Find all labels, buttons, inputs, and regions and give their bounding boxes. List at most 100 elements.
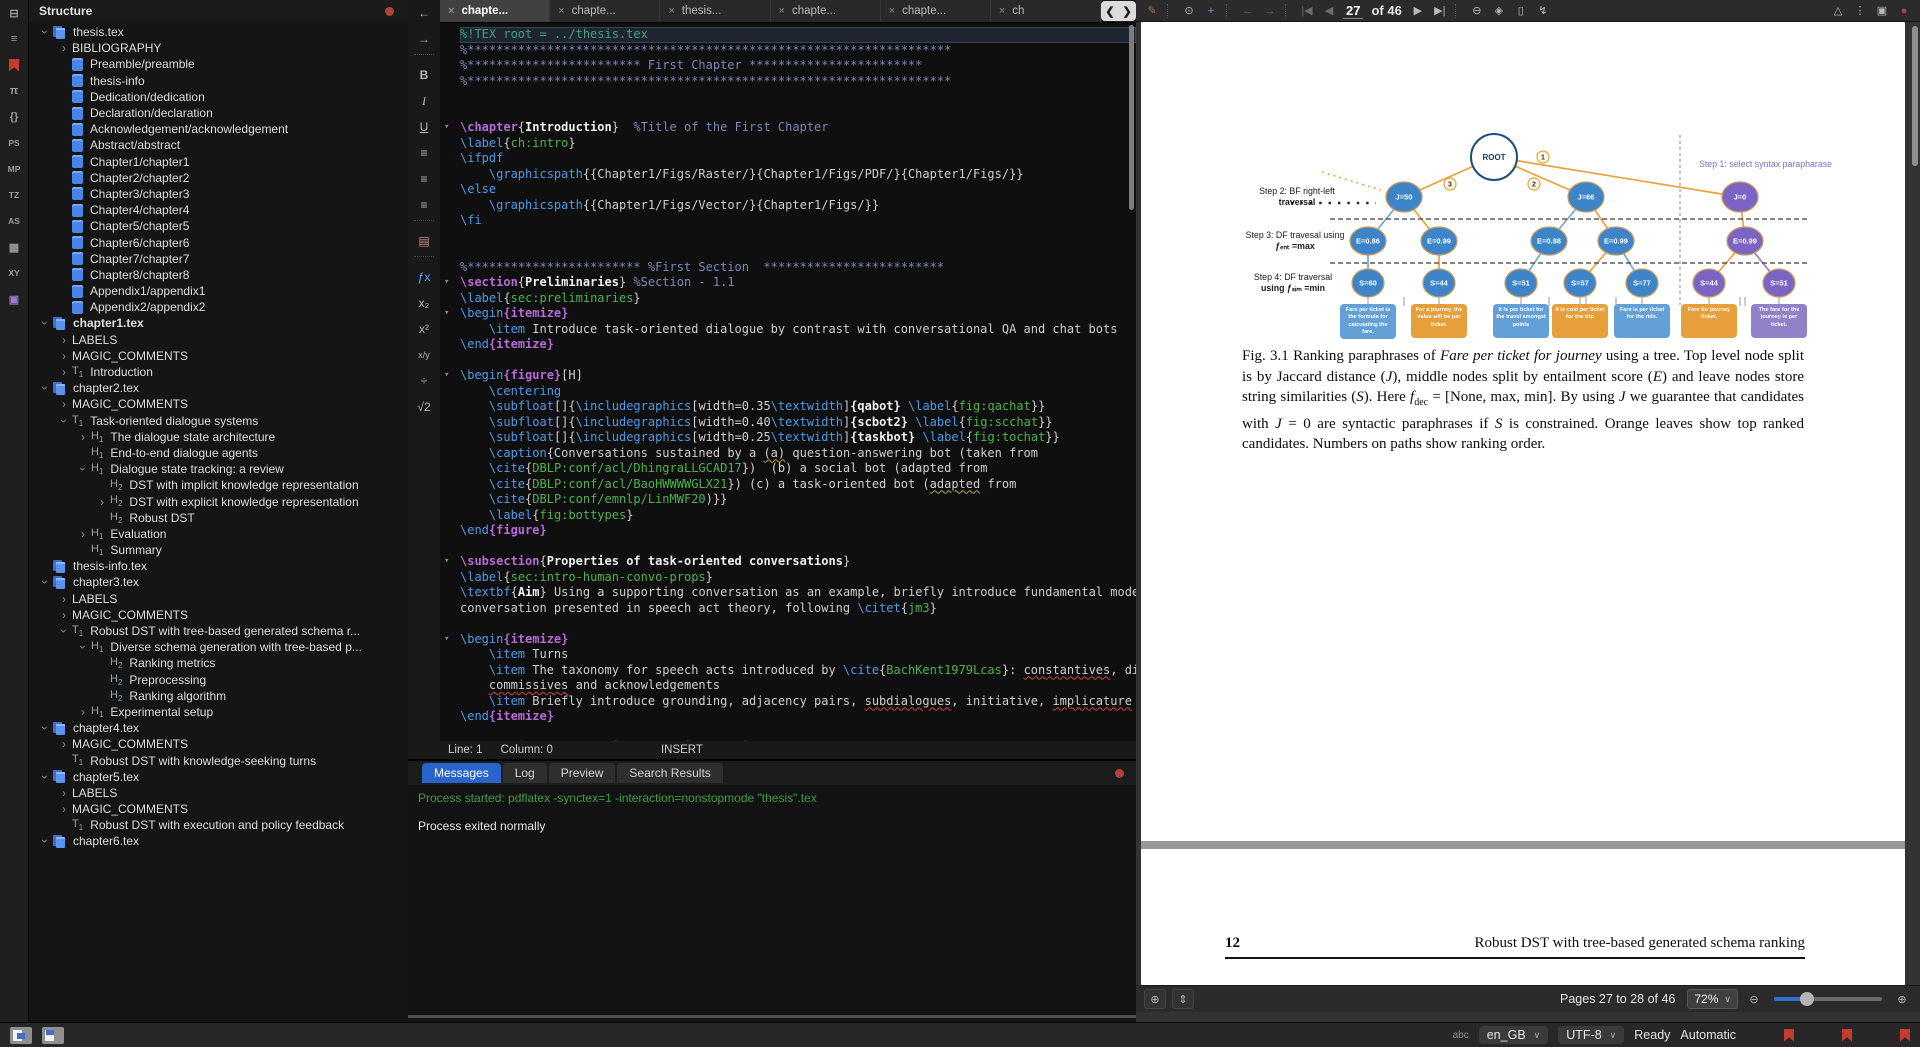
editor-tab-2[interactable]: ×thesis... [660,0,770,22]
editor-scrollbar[interactable] [1129,25,1134,210]
zoom-slider[interactable] [1774,997,1882,1001]
messages-tab-preview[interactable]: Preview [549,763,616,783]
text-select-icon[interactable]: ⇕ [1172,989,1194,1009]
tree-item-ranking-algorithm[interactable]: H2Ranking algorithm [29,688,408,704]
code-line-8[interactable]: \label{ch:intro} [460,136,1136,152]
tree-item-preamble-preamble[interactable]: Preamble/preamble [29,56,408,72]
fold-marker-icon[interactable]: ▾ [444,632,449,648]
tree-item-chapter4-chapter4[interactable]: Chapter4/chapter4 [29,202,408,218]
tree-item-magic-comments[interactable]: ›MAGIC_COMMENTS [29,736,408,752]
tree-item-robust-dst-with-execution-and-policy-feedback[interactable]: T1Robust DST with execution and policy f… [29,817,408,833]
fold-marker-icon[interactable]: ▾ [444,120,449,136]
table-panel-icon[interactable]: ▦ [0,234,28,260]
code-line-35[interactable]: ▾\subsection{Properties of task-oriented… [460,554,1136,570]
insert-image-icon[interactable]: ▤ [408,228,440,254]
code-line-44[interactable]: \item Briefly introduce grounding, adjac… [460,694,1136,710]
code-line-13[interactable]: \fi [460,213,1136,229]
tree-expander-icon[interactable]: › [94,495,110,509]
tree-item-acknowledgement-acknowledgement[interactable]: Acknowledgement/acknowledgement [29,121,408,137]
tree-item-chapter5-chapter5[interactable]: Chapter5/chapter5 [29,218,408,234]
code-line-45[interactable]: \end{itemize} [460,709,1136,725]
code-line-5[interactable] [460,89,1136,105]
zoom-level-dropdown[interactable]: 72% ∨ [1687,989,1738,1009]
close-tab-icon[interactable]: × [448,5,454,17]
tree-expander-icon[interactable]: › [38,315,52,331]
bookmark-icon[interactable] [1842,1029,1852,1042]
tree-item-chapter8-chapter8[interactable]: Chapter8/chapter8 [29,267,408,283]
code-line-16[interactable]: %************************ %First Section… [460,260,1136,276]
xy-panel-icon[interactable]: XY [0,260,28,286]
tree-item-chapter6-tex[interactable]: ›chapter6.tex [29,833,408,849]
close-viewer-icon[interactable]: ● [1894,2,1914,20]
tree-item-appendix2-appendix2[interactable]: Appendix2/appendix2 [29,299,408,315]
code-line-30[interactable]: \cite{DBLP:conf/acl/BaoHWWWWGLX21}) (c) … [460,477,1136,493]
code-line-7[interactable]: ▾\chapter{Introduction} %Title of the Fi… [460,120,1136,136]
annotate-pen-icon[interactable]: ✎ [1142,2,1162,20]
structure-view-icon[interactable]: ⊟ [0,0,28,26]
fold-marker-icon[interactable]: ▾ [444,275,449,291]
tree-expander-icon[interactable]: › [56,333,72,347]
superscript-icon[interactable]: x² [408,316,440,342]
windows-icon[interactable]: ▣ [1872,2,1892,20]
tree-item-preprocessing[interactable]: H2Preprocessing [29,672,408,688]
tree-expander-icon[interactable]: › [56,786,72,800]
word-resolution-icon[interactable]: ◈ [1489,2,1509,20]
magnify-tool-icon[interactable]: ⊙ [1179,2,1199,20]
code-line-21[interactable]: \end{itemize} [460,337,1136,353]
next-page-icon[interactable]: ▶ [1408,2,1428,20]
forward-icon[interactable]: → [1260,2,1280,20]
tree-item-chapter2-chapter2[interactable]: Chapter2/chapter2 [29,170,408,186]
code-line-33[interactable]: \end{figure} [460,523,1136,539]
bookmarks-icon[interactable] [0,52,28,78]
code-line-4[interactable]: %***************************************… [460,74,1136,90]
fold-marker-icon[interactable]: ▾ [444,306,449,322]
first-page-icon[interactable]: |◀ [1297,2,1317,20]
tree-item-dedication-dedication[interactable]: Dedication/dedication [29,89,408,105]
code-line-29[interactable]: \cite{DBLP:conf/acl/DhingraLLGCAD17}) (b… [460,461,1136,477]
tree-item-chapter1-chapter1[interactable]: Chapter1/chapter1 [29,154,408,170]
tree-item-declaration-declaration[interactable]: Declaration/declaration [29,105,408,121]
code-line-3[interactable]: %************************ First Chapter … [460,58,1136,74]
code-line-15[interactable] [460,244,1136,260]
tree-item-chapter6-chapter6[interactable]: Chapter6/chapter6 [29,234,408,250]
tree-item-dst-with-implicit-knowledge-representation[interactable]: H2DST with implicit knowledge representa… [29,477,408,493]
encoding-dropdown[interactable]: UTF-8 ∨ [1558,1026,1624,1044]
bold-icon[interactable]: B [408,62,440,88]
tree-expander-icon[interactable]: › [56,802,72,816]
back-icon[interactable]: ← [408,0,440,26]
tree-item-chapter1-tex[interactable]: ›chapter1.tex [29,315,408,331]
code-line-32[interactable]: \label{fig:bottypes} [460,508,1136,524]
tree-item-chapter7-chapter7[interactable]: Chapter7/chapter7 [29,251,408,267]
editor-tab-3[interactable]: ×chapte... [771,0,881,22]
tree-item-thesis-info[interactable]: thesis-info [29,73,408,89]
align-left-icon[interactable]: ≡ [408,140,440,166]
toggle-messages-panel-button[interactable] [42,1027,64,1044]
tree-item-labels[interactable]: ›LABELS [29,591,408,607]
tree-expander-icon[interactable]: › [38,24,52,40]
tree-item-the-dialogue-state-architecture[interactable]: ›H1The dialogue state architecture [29,429,408,445]
tree-item-chapter4-tex[interactable]: ›chapter4.tex [29,720,408,736]
tree-expander-icon[interactable]: › [38,833,52,849]
math-symbols-icon[interactable]: π [0,78,28,104]
close-tab-icon[interactable]: × [889,5,895,17]
code-line-42[interactable]: \item The taxonomy for speech acts intro… [460,663,1136,679]
tree-expander-icon[interactable]: › [56,365,72,379]
editor-tab-1[interactable]: ×chapte... [550,0,660,22]
tree-item-robust-dst-with-knowledge-seeking-turns[interactable]: T1Robust DST with knowledge-seeking turn… [29,752,408,768]
tree-item-labels[interactable]: ›LABELS [29,332,408,348]
tikz-icon[interactable]: TZ [0,182,28,208]
subscript-icon[interactable]: x₂ [408,290,440,316]
bookmark-icon[interactable] [1900,1029,1910,1042]
tree-expander-icon[interactable]: › [56,592,72,606]
messages-tab-search-results[interactable]: Search Results [617,763,722,783]
messages-tab-messages[interactable]: Messages [422,763,501,783]
last-page-icon[interactable]: ▶| [1430,2,1450,20]
code-line-6[interactable] [460,105,1136,121]
code-line-2[interactable]: %***************************************… [460,43,1136,59]
tree-item-magic-comments[interactable]: ›MAGIC_COMMENTS [29,801,408,817]
code-line-26[interactable]: \subfloat[]{\includegraphics[width=0.40\… [460,415,1136,431]
fold-marker-icon[interactable]: ▾ [444,368,449,384]
code-line-27[interactable]: \subfloat[]{\includegraphics[width=0.25\… [460,430,1136,446]
tree-item-magic-comments[interactable]: ›MAGIC_COMMENTS [29,396,408,412]
tree-expander-icon[interactable]: › [56,397,72,411]
